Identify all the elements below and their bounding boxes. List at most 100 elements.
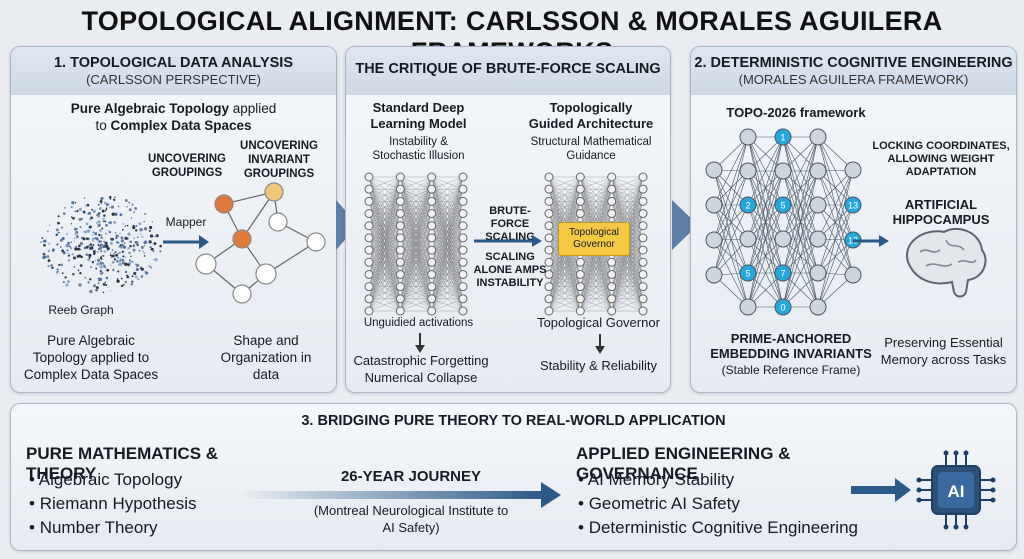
data-point	[109, 221, 112, 224]
data-point	[108, 206, 111, 209]
network-node	[638, 269, 648, 279]
network-node	[575, 172, 585, 182]
network-node	[364, 233, 374, 243]
prime-node-label: 2	[745, 201, 750, 211]
data-point	[109, 254, 112, 257]
data-point	[50, 264, 53, 267]
data-point	[42, 253, 45, 256]
prime-network-node	[705, 266, 723, 284]
data-point	[48, 224, 51, 226]
data-point	[138, 249, 141, 252]
data-point	[154, 235, 157, 237]
data-point	[92, 231, 95, 234]
data-point	[111, 212, 115, 216]
prime-network-node	[809, 128, 827, 146]
network-node	[364, 184, 374, 194]
data-point	[117, 270, 120, 273]
data-point	[121, 261, 125, 265]
data-point	[102, 291, 105, 294]
data-point	[114, 232, 117, 234]
hippocampus-arrow	[853, 235, 889, 247]
data-point	[111, 249, 114, 251]
data-point	[87, 258, 91, 262]
prime-network-node	[809, 162, 827, 180]
intro-bold: Pure Algebraic Topology	[70, 101, 229, 116]
prime-network-node	[809, 264, 827, 282]
data-point	[120, 246, 123, 249]
panel2-header: 2. DETERMINISTIC COGNITIVE ENGINEERING (…	[691, 47, 1016, 95]
data-point	[137, 236, 139, 238]
data-point	[114, 250, 117, 254]
data-point	[128, 247, 130, 249]
network-node	[427, 233, 437, 243]
panel1-heading: 1. TOPOLOGICAL DATA ANALYSIS	[53, 55, 293, 71]
data-point	[97, 247, 100, 250]
data-point	[85, 222, 89, 226]
network-node	[458, 257, 468, 267]
label-uncovering-invariant: UNCOVERING INVARIANT GROUPINGS	[240, 140, 318, 180]
data-point	[140, 246, 144, 249]
prime-network-node	[774, 196, 792, 214]
topological-governor-box: Topological Governor	[558, 222, 630, 256]
data-point	[82, 237, 86, 241]
data-point	[151, 221, 154, 223]
panel-critique-scaling: THE CRITIQUE OF BRUTE-FORCE SCALING Stan…	[345, 46, 671, 393]
caption-left: Pure Algebraic Topology applied to Compl…	[23, 333, 159, 382]
standard-model-title: Standard Deep Learning Model	[370, 100, 467, 131]
data-point	[131, 280, 134, 283]
prime-network-node	[774, 230, 792, 248]
data-point	[142, 250, 144, 252]
data-point	[128, 251, 131, 255]
data-point	[131, 275, 134, 278]
network-node	[607, 257, 617, 267]
list-item: Number Theory	[29, 516, 269, 540]
guided-arch-title: Topologically Guided Architecture	[528, 100, 654, 131]
network-node	[427, 172, 437, 182]
ai-chip-text: AI	[948, 482, 965, 501]
data-point	[62, 251, 66, 255]
network-node	[427, 282, 437, 292]
prime-network-node	[809, 230, 827, 248]
network-node	[544, 294, 554, 304]
data-point	[70, 216, 73, 218]
data-point	[99, 256, 103, 260]
data-point	[124, 280, 128, 284]
data-point	[124, 199, 128, 202]
data-point	[102, 220, 105, 223]
data-point	[140, 267, 144, 271]
data-point	[84, 277, 86, 279]
prime-network-node	[774, 128, 792, 146]
data-point	[86, 229, 91, 233]
data-point	[102, 262, 105, 265]
data-point	[51, 248, 55, 252]
list-item: Riemann Hypothesis	[29, 492, 269, 516]
hippocampus-label: ARTIFICIAL HIPPOCAMPUS	[892, 197, 990, 227]
network-node	[395, 233, 405, 243]
panel3-heading: 3. BRIDGING PURE THEORY TO REAL-WORLD AP…	[301, 413, 726, 429]
data-point	[78, 207, 83, 212]
data-point	[58, 263, 61, 266]
data-point	[128, 201, 131, 204]
data-point	[74, 245, 77, 248]
network-node	[458, 184, 468, 194]
data-point	[76, 254, 80, 258]
network-node	[544, 221, 554, 231]
scaling-label: SCALING ALONE AMPS INSTABILITY	[473, 251, 547, 289]
data-point	[127, 232, 131, 236]
network-node	[395, 221, 405, 231]
prime-node-label: 13	[848, 201, 858, 211]
prime-node-label: 5	[745, 269, 750, 279]
network-node	[395, 282, 405, 292]
prime-network-node	[844, 196, 862, 214]
prime-network-node	[739, 128, 757, 146]
data-point	[85, 253, 89, 257]
caption-right: Shape and Organization in data	[220, 333, 312, 382]
data-point	[82, 210, 86, 214]
data-point	[65, 283, 69, 287]
data-point	[112, 268, 115, 272]
data-point	[143, 220, 145, 223]
network-node	[638, 209, 648, 219]
data-point	[103, 265, 106, 268]
prime-network-node	[774, 264, 792, 282]
network-node	[575, 257, 585, 267]
